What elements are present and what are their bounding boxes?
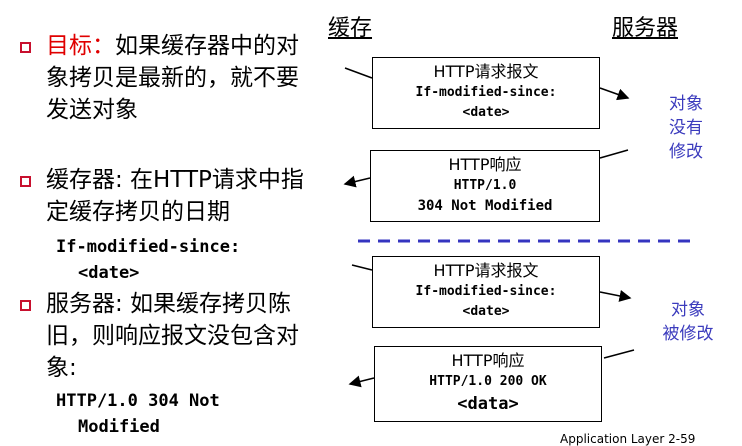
request-arrow-out <box>599 87 630 101</box>
note-line: 没有 <box>669 118 703 138</box>
request2-box-line1: If-modified-since: <box>415 284 557 299</box>
response-box-title: HTTP响应 <box>448 155 522 174</box>
response2-arrow-out <box>348 375 375 388</box>
server-code: HTTP/1.0 304 Not Modified <box>56 388 220 440</box>
bullet-cache: 缓存器: 在HTTP请求中指 定缓存拷贝的日期 <box>46 164 346 228</box>
response-arrow-out <box>343 175 371 188</box>
response-line-in <box>599 149 629 159</box>
request-box-title: HTTP请求报文 <box>433 62 539 81</box>
bullet-server: 服务器: 如果缓存拷贝陈 旧，则响应报文没包含对 象: <box>46 288 346 384</box>
server-column-header: 服务器 <box>612 16 679 41</box>
request-message-box-2: HTTP请求报文 If-modified-since: <date> <box>372 256 600 328</box>
request-line-in <box>344 67 373 79</box>
response2-box-title: HTTP响应 <box>451 351 525 370</box>
request2-line-in <box>351 264 373 271</box>
response-200-box: HTTP响应 HTTP/1.0 200 OK <data> <box>374 346 602 422</box>
response2-box-line2: <data> <box>457 394 519 414</box>
cache-column-header: 缓存 <box>328 16 373 41</box>
note-line: 对象 <box>671 300 705 320</box>
request-message-box: HTTP请求报文 If-modified-since: <date> <box>372 57 600 129</box>
response-box-line2: 304 Not Modified <box>417 198 553 214</box>
response-box-line1: HTTP/1.0 <box>453 178 517 193</box>
request-box-line2: <date> <box>462 105 510 120</box>
cache-code-line2: <date> <box>78 263 140 283</box>
cache-text-line2: 定缓存拷贝的日期 <box>46 199 230 225</box>
note-line: 修改 <box>669 142 703 162</box>
server-code-line2: Modified <box>78 417 160 437</box>
response2-line-in <box>603 349 635 359</box>
bullet-marker <box>20 42 31 53</box>
response2-box-line1: HTTP/1.0 200 OK <box>429 374 547 389</box>
server-text-line3: 象: <box>46 355 77 381</box>
bullet-goal: 目标：如果缓存器中的对 象拷贝是最新的，就不要 发送对象 <box>46 30 346 126</box>
note-modified: 对象 被修改 <box>650 298 726 346</box>
server-text-line1: 服务器: 如果缓存拷贝陈 <box>46 291 292 317</box>
bullet-marker <box>20 176 31 187</box>
request2-box-title: HTTP请求报文 <box>433 261 539 280</box>
note-line: 被修改 <box>662 324 714 344</box>
goal-label: 目标： <box>46 33 115 59</box>
note-line: 对象 <box>669 94 703 114</box>
goal-text-line3: 发送对象 <box>46 97 138 123</box>
server-code-line1: HTTP/1.0 304 Not <box>56 391 220 411</box>
cache-text-line1: 缓存器: 在HTTP请求中指 <box>46 167 304 193</box>
cache-code-line1: If-modified-since: <box>56 237 241 257</box>
note-not-modified: 对象 没有 修改 <box>656 92 716 164</box>
server-text-line2: 旧，则响应报文没包含对 <box>46 323 299 349</box>
footer-text: Application Layer 2-59 <box>560 432 696 446</box>
cache-code: If-modified-since: <date> <box>56 234 240 286</box>
bullet-marker <box>20 300 31 311</box>
request2-arrow-out <box>599 290 632 302</box>
goal-text-line2: 象拷贝是最新的，就不要 <box>46 65 299 91</box>
request-box-line1: If-modified-since: <box>415 85 557 100</box>
goal-text-line1: 如果缓存器中的对 <box>115 33 299 59</box>
response-304-box: HTTP响应 HTTP/1.0 304 Not Modified <box>370 150 600 222</box>
request2-box-line2: <date> <box>462 304 510 319</box>
